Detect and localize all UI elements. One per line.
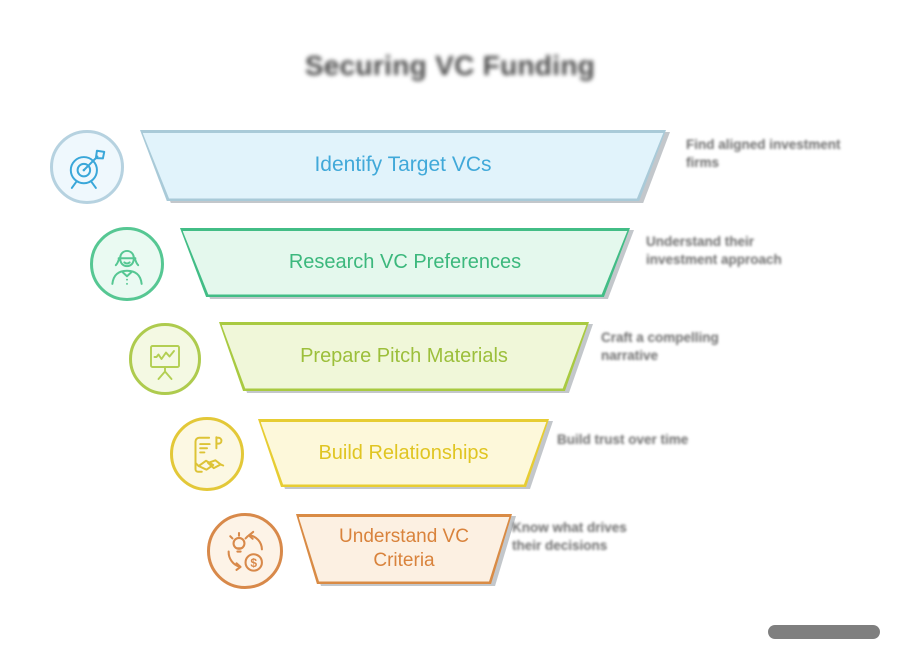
stage-shape [180, 228, 630, 297]
funnel-stage-understand-vc-criteria: Understand VC Criteria [296, 514, 512, 584]
stage-shape [219, 322, 589, 391]
stage-label: Prepare Pitch Materials [300, 345, 508, 367]
funnel-stage-build-relationships: Build Relationships [258, 419, 549, 487]
stage-label: Build Relationships [318, 441, 489, 464]
stage-fill [260, 421, 547, 485]
stage-icon-circle-5: $ [207, 513, 283, 589]
presentation-chart-icon [150, 345, 180, 380]
stage-label: Research VC Preferences [288, 251, 522, 273]
stage-label: Identify Target VCs [314, 153, 492, 177]
stage-icon-circle-2 [90, 227, 164, 301]
stage-fill [298, 516, 510, 582]
stage-fill [182, 230, 628, 295]
idea-investment-cycle-icon: $ [227, 530, 263, 572]
dollar-sign-glyph: $ [250, 556, 257, 570]
stage-icon-circle-1 [50, 130, 124, 204]
funnel-stage-research-vc-preferences: Research VC Preferences [180, 228, 630, 297]
researcher-person-icon [111, 249, 143, 285]
stage-annotation-2: Understand their investment approach [646, 233, 782, 269]
target-arrow-icon [69, 149, 106, 189]
funnel-stage-prepare-pitch-materials: Prepare Pitch Materials [219, 322, 589, 391]
document-handshake-icon [194, 436, 225, 473]
annotation-line: Craft a compelling [601, 330, 719, 345]
stage-shape [296, 514, 512, 584]
page-title: Securing VC Funding [304, 50, 596, 81]
stage-annotation-5: Know what drives their decisions [512, 519, 627, 555]
annotation-line: Know what drives [512, 520, 627, 535]
stage-annotation-4: Build trust over time [557, 431, 688, 449]
annotation-line: investment approach [646, 252, 782, 267]
stage-annotation-3: Craft a compelling narrative [601, 329, 719, 365]
stage-label: Understand VC Criteria [339, 526, 469, 571]
annotation-line: Find aligned investment [686, 137, 841, 152]
annotation-line: narrative [601, 348, 659, 363]
funnel-stage-identify-target-vcs: Identify Target VCs [140, 130, 666, 201]
stage-icon-circle-4 [170, 417, 244, 491]
stage-fill [221, 324, 587, 389]
stage-shape [140, 130, 666, 201]
stage-fill [142, 132, 664, 199]
annotation-line: Understand their [646, 234, 755, 249]
stage-icon-circle-3 [129, 323, 201, 395]
annotation-line: Build trust over time [557, 432, 689, 447]
annotation-line: their decisions [512, 538, 608, 553]
annotation-line: firms [686, 155, 720, 170]
stage-shape [258, 419, 549, 487]
watermark-bar [768, 625, 880, 639]
stage-annotation-1: Find aligned investment firms [686, 136, 841, 172]
